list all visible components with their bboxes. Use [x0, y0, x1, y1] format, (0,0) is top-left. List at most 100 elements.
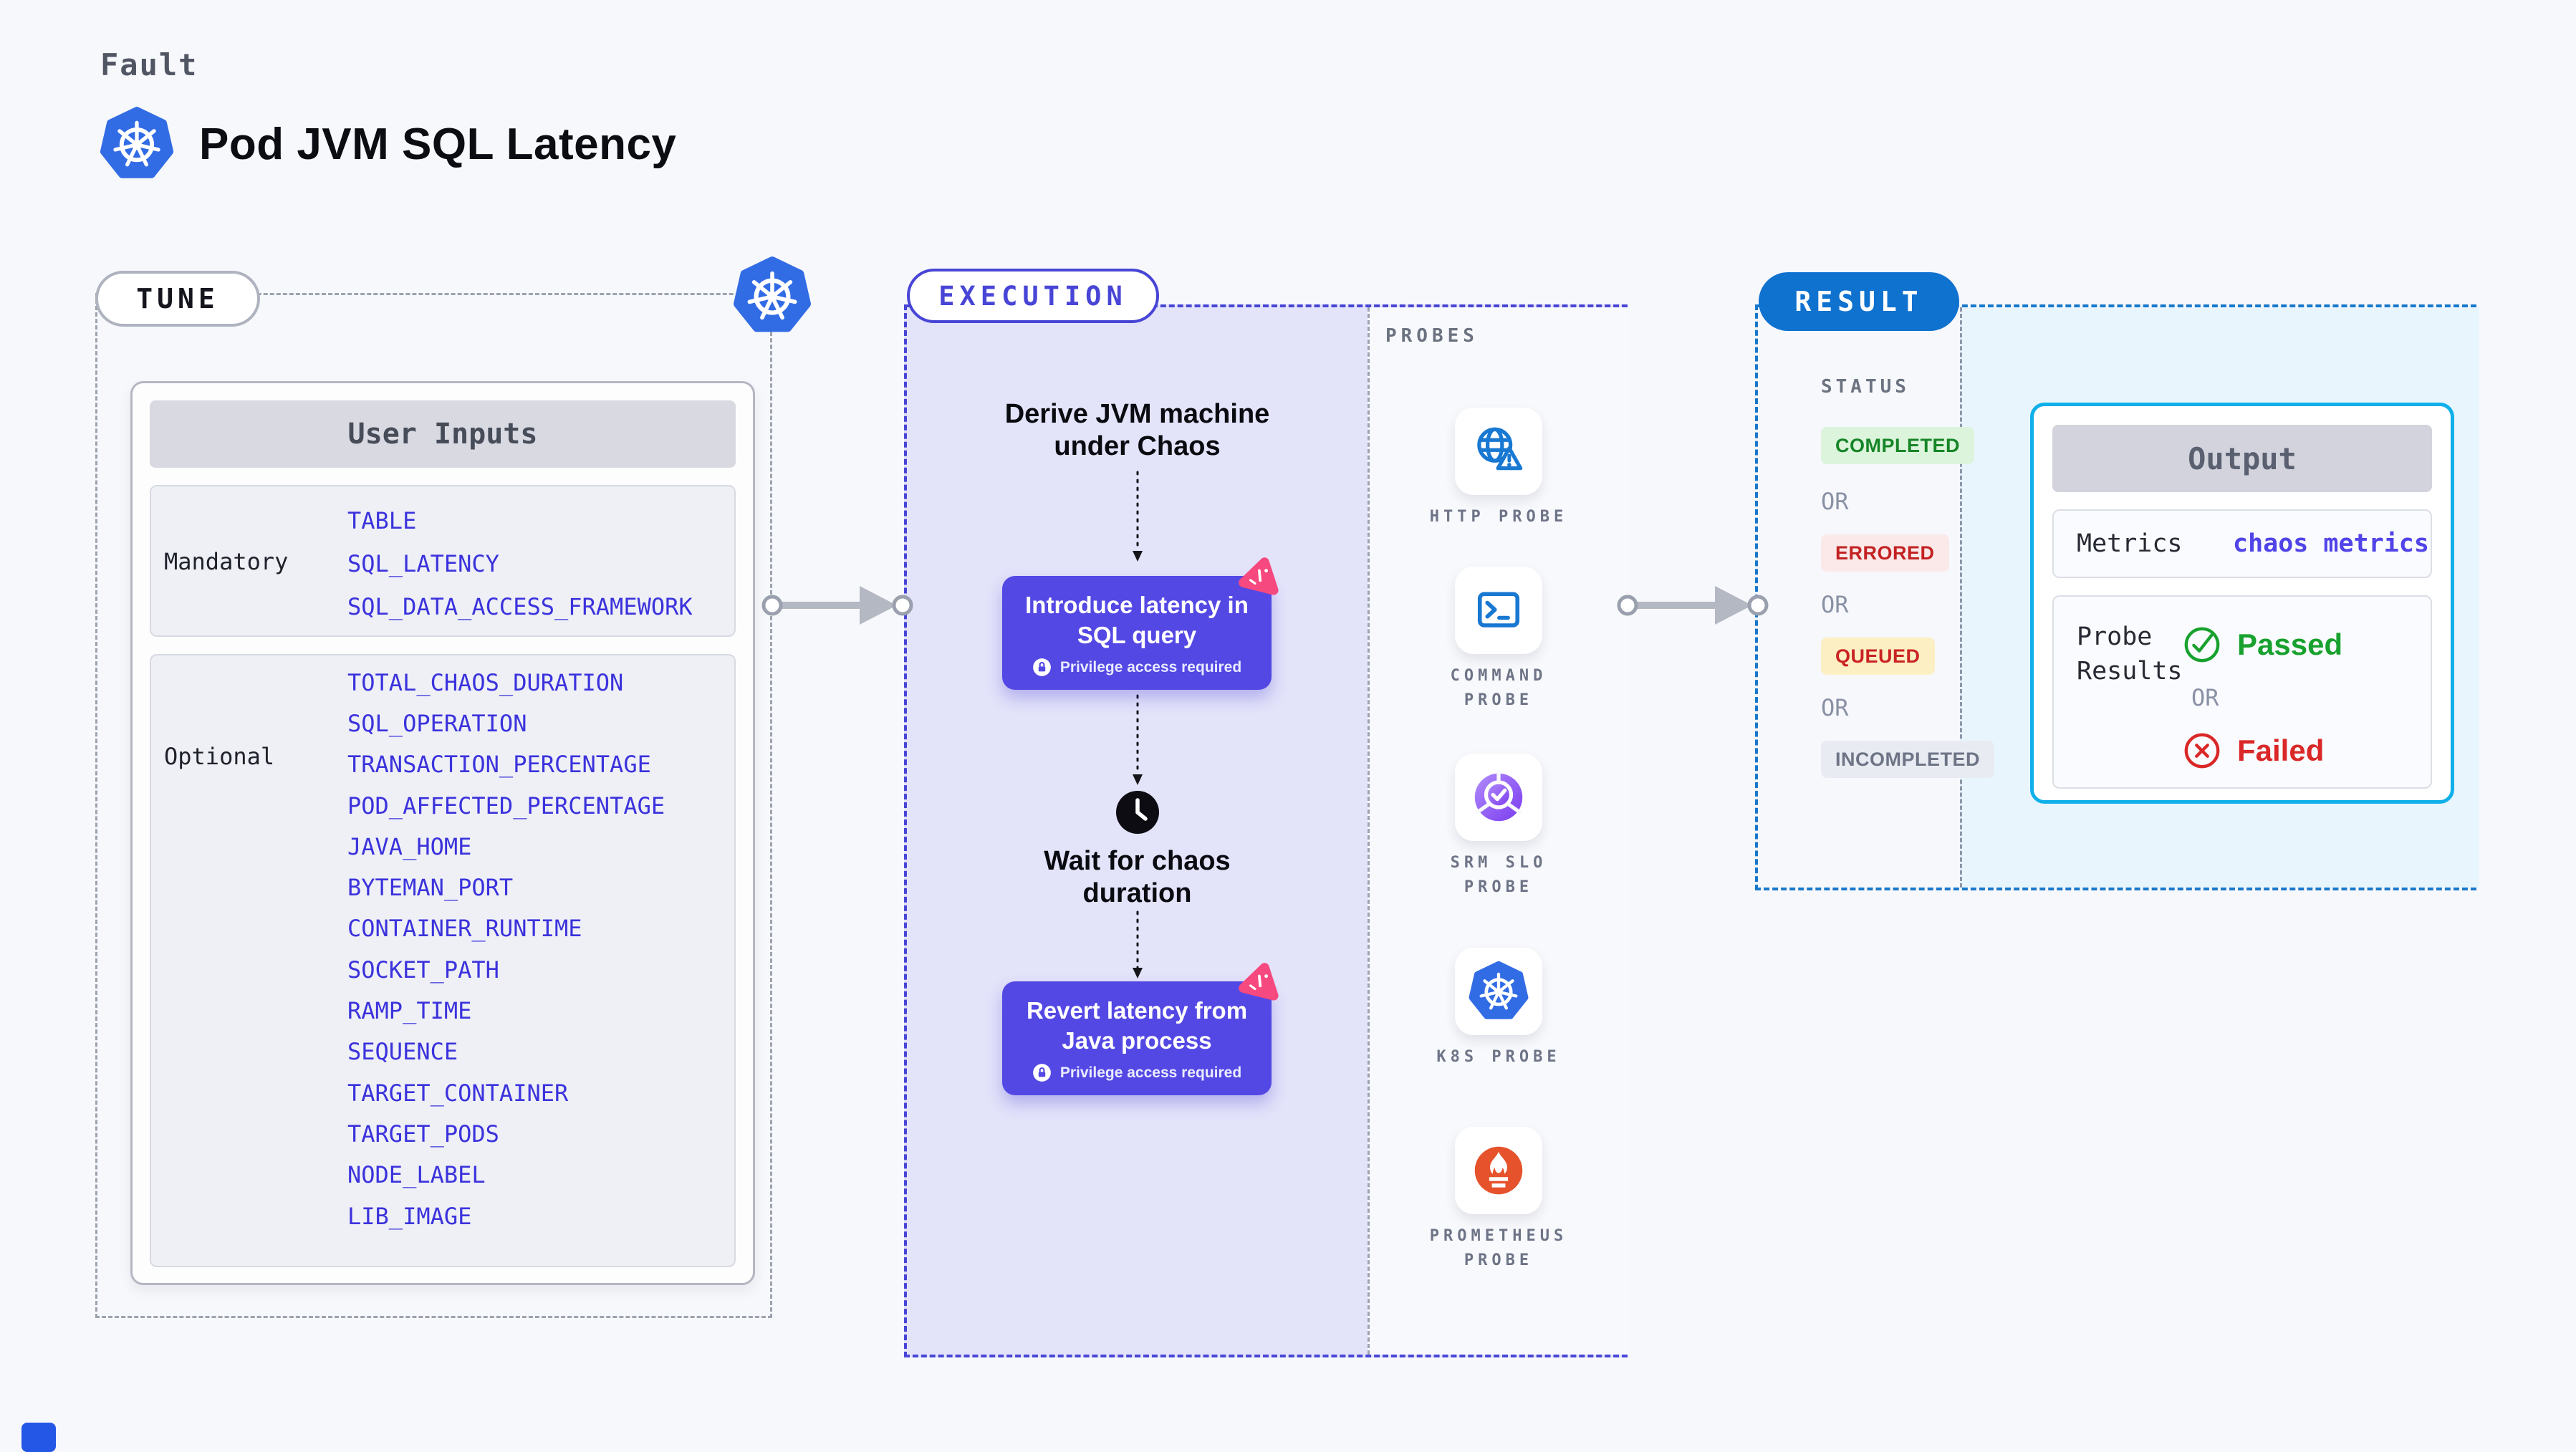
kubernetes-icon — [732, 256, 812, 336]
privilege-note: Privilege access required — [1017, 1063, 1257, 1082]
step-card-title: Introduce latency in SQL query — [1025, 592, 1249, 648]
probe-label: HTTP PROBE — [1429, 508, 1568, 526]
step-derive: Derive JVM machine under Chaos — [1004, 399, 1270, 461]
litmus-chaos-icon — [1238, 554, 1284, 600]
probe-results-label: Probe Results — [2077, 622, 2183, 686]
metrics-label: Metrics — [2077, 529, 2183, 558]
step-wait: Wait for chaos duration — [1044, 846, 1231, 908]
or-label: OR — [1821, 694, 1849, 721]
mandatory-label: Mandatory — [164, 548, 289, 575]
k8s-probe-icon — [1468, 961, 1529, 1022]
param-item: SOCKET_PATH — [347, 956, 499, 984]
probe-label: PROMETHEUS PROBE — [1429, 1227, 1568, 1269]
metrics-value: chaos metrics — [2233, 529, 2429, 558]
execution-section: Derive JVM machine under Chaos Introduce… — [904, 304, 1628, 1357]
status-badge-queued: QUEUED — [1821, 638, 1935, 675]
page-title: Pod JVM SQL Latency — [199, 119, 677, 169]
failed-text: Failed — [2237, 734, 2325, 767]
probe-label: K8S PROBE — [1436, 1048, 1561, 1066]
mandatory-param-list: TABLE SQL_LATENCY SQL_DATA_ACCESS_FRAMEW… — [347, 499, 693, 628]
step-card-revert: Revert latency from Java process Privile… — [1002, 981, 1272, 1095]
output-card: Output Metrics chaos metrics Probe Resul… — [2030, 403, 2454, 804]
result-section: STATUS COMPLETED OR ERRORED OR QUEUED OR… — [1755, 304, 2479, 890]
cropped-bottom-element — [21, 1423, 56, 1452]
status-badge-incompleted: INCOMPLETED — [1821, 741, 1995, 778]
metrics-row: Metrics chaos metrics — [2052, 509, 2432, 578]
param-item: SQL_OPERATION — [347, 709, 527, 737]
probe-card — [1455, 408, 1542, 495]
param-item: NODE_LABEL — [347, 1161, 486, 1189]
execution-to-result-arrow — [1613, 579, 1772, 632]
or-label: OR — [1821, 591, 1849, 618]
kubernetes-icon — [99, 106, 175, 182]
check-circle-icon — [2183, 625, 2221, 664]
status-badge-completed: COMPLETED — [1821, 427, 1975, 464]
lock-icon — [1032, 1063, 1052, 1082]
prometheus-probe-icon — [1469, 1140, 1529, 1201]
privilege-note-text: Privilege access required — [1059, 658, 1242, 675]
flow-arrow-down-icon — [1133, 471, 1143, 562]
probe-card — [1455, 754, 1542, 841]
optional-param-list: TOTAL_CHAOS_DURATION SQL_OPERATION TRANS… — [347, 662, 665, 1236]
clock-icon — [1115, 789, 1160, 835]
execution-flow: Derive JVM machine under Chaos Introduce… — [907, 307, 1368, 1355]
param-item: JAVA_HOME — [347, 832, 472, 860]
tune-section — [95, 293, 772, 1318]
flow-arrow-down-icon — [1133, 694, 1143, 785]
probe-card — [1455, 948, 1542, 1035]
or-label: OR — [1821, 488, 1849, 515]
probe-item-prometheus: PROMETHEUS PROBE — [1370, 1127, 1628, 1273]
param-item: TARGET_PODS — [347, 1120, 499, 1148]
param-item: POD_AFFECTED_PERCENTAGE — [347, 792, 665, 819]
execution-section-label: EXECUTION — [907, 269, 1159, 323]
title-row: Pod JVM SQL Latency — [99, 106, 676, 182]
srm-slo-probe-icon — [1469, 767, 1529, 827]
probe-card — [1455, 1127, 1542, 1214]
optional-label: Optional — [164, 743, 275, 770]
tune-to-execution-arrow — [758, 579, 917, 632]
probe-item-http: HTTP PROBE — [1370, 408, 1628, 529]
tune-section-label: TUNE — [95, 271, 260, 327]
mandatory-inputs-row: Mandatory TABLE SQL_LATENCY SQL_DATA_ACC… — [150, 485, 736, 637]
param-item: TARGET_CONTAINER — [347, 1079, 569, 1107]
probe-results-verdicts: Passed OR Failed — [2183, 625, 2342, 770]
param-item: SQL_LATENCY — [347, 550, 499, 577]
probes-heading: PROBES — [1385, 325, 1479, 347]
probe-item-command: COMMAND PROBE — [1370, 567, 1628, 713]
step-card-title: Revert latency from Java process — [1026, 997, 1248, 1054]
param-item: SQL_DATA_ACCESS_FRAMEWORK — [347, 593, 693, 620]
probe-label: COMMAND PROBE — [1450, 667, 1547, 709]
or-label: OR — [2191, 684, 2219, 711]
privilege-note-text: Privilege access required — [1059, 1064, 1242, 1081]
verdict-passed: Passed — [2183, 625, 2342, 664]
param-item: TOTAL_CHAOS_DURATION — [347, 668, 624, 696]
verdict-failed: Failed — [2183, 731, 2342, 770]
param-item: BYTEMAN_PORT — [347, 874, 514, 902]
probe-results-row: Probe Results Passed OR Failed — [2052, 595, 2432, 789]
status-heading: STATUS — [1821, 376, 1910, 398]
privilege-note: Privilege access required — [1017, 658, 1257, 677]
param-item: LIB_IMAGE — [347, 1202, 472, 1230]
param-item: RAMP_TIME — [347, 997, 472, 1025]
litmus-chaos-icon — [1238, 960, 1284, 1006]
lock-icon — [1032, 658, 1052, 677]
optional-inputs-row: Optional TOTAL_CHAOS_DURATION SQL_OPERAT… — [150, 654, 736, 1267]
result-section-label: RESULT — [1759, 272, 1959, 331]
user-inputs-title: User Inputs — [150, 400, 736, 468]
flow-arrow-down-icon — [1133, 910, 1143, 979]
fault-category-label: Fault — [100, 47, 198, 82]
step-card-inject: Introduce latency in SQL query Privilege… — [1002, 576, 1272, 690]
probe-card — [1455, 567, 1542, 654]
status-badge-errored: ERRORED — [1821, 534, 1949, 572]
probes-panel: PROBES HTTP PROBE COMMAND PROBE SRM SLO … — [1368, 307, 1628, 1355]
http-probe-icon — [1469, 421, 1529, 481]
param-item: CONTAINER_RUNTIME — [347, 915, 582, 943]
probe-label: SRM SLO PROBE — [1450, 854, 1547, 896]
param-item: TRANSACTION_PERCENTAGE — [347, 751, 651, 779]
param-item: SEQUENCE — [347, 1038, 458, 1066]
command-probe-icon — [1469, 580, 1529, 640]
user-inputs-card: User Inputs Mandatory TABLE SQL_LATENCY … — [130, 381, 755, 1285]
probe-item-srm-slo: SRM SLO PROBE — [1370, 754, 1628, 900]
x-circle-icon — [2183, 731, 2221, 770]
